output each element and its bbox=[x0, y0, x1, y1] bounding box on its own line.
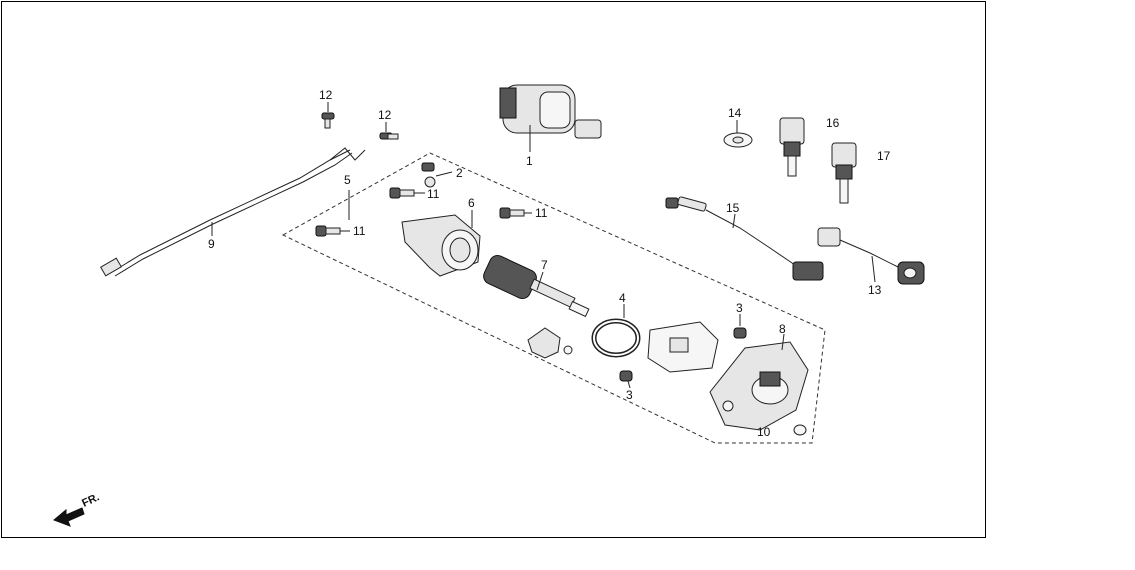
label-part-11-b: 11 bbox=[535, 206, 548, 220]
part-7-armature bbox=[483, 254, 590, 318]
part-12-screw-b bbox=[379, 122, 399, 140]
label-part-4: 4 bbox=[619, 291, 626, 305]
part-9-cable bbox=[100, 147, 366, 277]
part-17-sensor bbox=[831, 142, 857, 204]
label-part-5: 5 bbox=[344, 173, 351, 187]
part-3-spring-b bbox=[619, 370, 633, 389]
label-part-3-a: 3 bbox=[736, 301, 743, 315]
part-8-rear-cover bbox=[709, 333, 809, 431]
part-1-starter-clutch bbox=[499, 84, 602, 152]
label-part-16: 16 bbox=[826, 116, 840, 130]
part-11-bolt-b bbox=[499, 207, 532, 219]
label-part-9: 9 bbox=[208, 237, 215, 251]
part-16-sensor bbox=[779, 117, 805, 177]
part-13-cable-switch bbox=[817, 227, 925, 285]
label-part-12-b: 12 bbox=[378, 108, 392, 122]
label-part-11-a: 11 bbox=[427, 187, 440, 201]
part-brush-bracket bbox=[527, 327, 573, 359]
label-part-15: 15 bbox=[726, 201, 740, 215]
part-15-speed-sensor bbox=[665, 196, 824, 281]
label-part-3-b: 3 bbox=[626, 388, 633, 402]
label-part-14: 14 bbox=[728, 106, 742, 120]
label-part-17: 17 bbox=[877, 149, 891, 163]
part-11-bolt-c bbox=[315, 225, 350, 237]
label-part-2: 2 bbox=[456, 166, 463, 180]
part-4-o-ring bbox=[591, 304, 641, 358]
part-brush-plate bbox=[647, 321, 719, 373]
label-part-13: 13 bbox=[868, 283, 882, 297]
label-part-11-c: 11 bbox=[353, 224, 366, 238]
label-part-1: 1 bbox=[526, 154, 533, 168]
label-part-12-a: 12 bbox=[319, 88, 333, 102]
label-part-6: 6 bbox=[468, 196, 475, 210]
label-part-7: 7 bbox=[541, 258, 548, 272]
front-direction-indicator: FR. bbox=[53, 491, 101, 527]
part-10-washer bbox=[793, 424, 807, 436]
front-arrow-icon bbox=[53, 507, 85, 527]
assembly-group-outline bbox=[281, 152, 826, 444]
label-part-8: 8 bbox=[779, 322, 786, 336]
part-14-washer bbox=[723, 120, 753, 148]
direction-label: FR. bbox=[80, 491, 101, 509]
part-11-bolt-a bbox=[389, 187, 425, 199]
part-12-screw-a bbox=[321, 102, 335, 129]
part-3-spring-a bbox=[733, 314, 747, 339]
part-2-bolt bbox=[421, 162, 453, 188]
label-part-10: 10 bbox=[757, 425, 771, 439]
part-6-front-cover bbox=[401, 210, 481, 277]
